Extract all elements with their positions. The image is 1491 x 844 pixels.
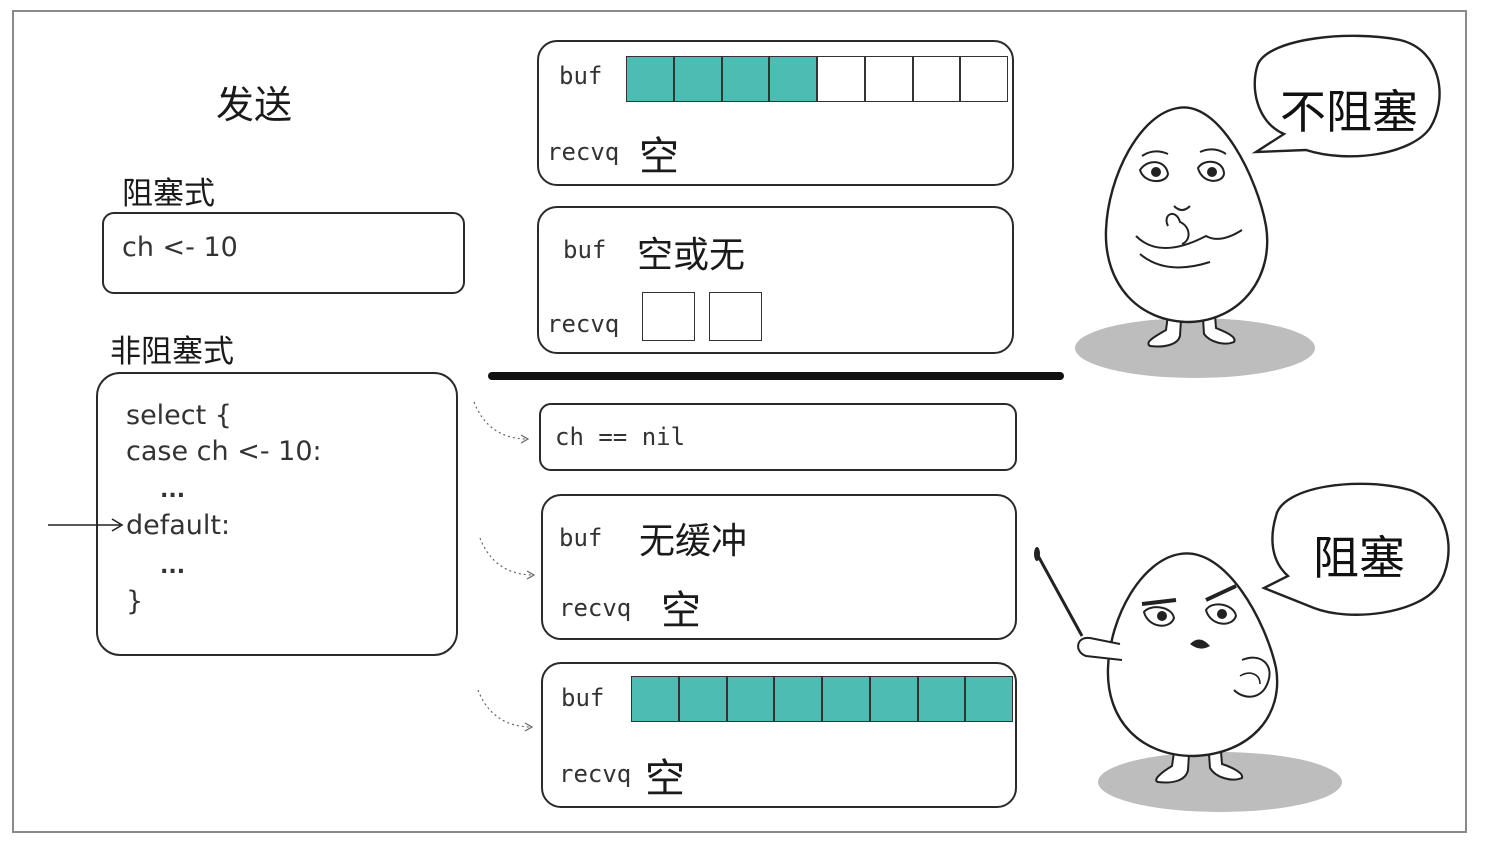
code-line-2: case ch <- 10:	[126, 436, 322, 467]
buf-label: buf	[561, 684, 605, 712]
blocking-label: 阻塞式	[122, 176, 215, 212]
blocking-code-box: ch <- 10	[102, 212, 465, 294]
dotted-arrows	[473, 401, 536, 732]
recvq-label: recvq	[547, 310, 620, 338]
buffer-slot-filled	[721, 56, 770, 102]
buffer-slots	[631, 676, 1013, 722]
egg-character-calm	[1075, 34, 1441, 378]
recvq-value: 空	[645, 756, 685, 802]
buf-label: buf	[563, 236, 607, 264]
recvq-label: recvq	[547, 138, 620, 166]
code-line-6: }	[126, 586, 144, 617]
channel-box-partial-buffer: buf recvq 空	[537, 40, 1014, 186]
buffer-slot-filled	[726, 676, 775, 722]
shadow	[1075, 318, 1315, 378]
buf-value: 无缓冲	[639, 521, 748, 562]
recvq-slot	[709, 292, 762, 341]
buffer-slot-filled	[673, 56, 722, 102]
egg-body	[1106, 552, 1279, 758]
code-line-5: ...	[160, 554, 186, 579]
recvq-label: recvq	[559, 760, 632, 788]
buf-value: 空或无	[637, 235, 746, 276]
egg-body	[1104, 106, 1269, 324]
shadow	[1098, 752, 1342, 812]
recvq-value: 空	[639, 134, 679, 180]
channel-box-full-buffer: buf recvq 空	[541, 662, 1017, 808]
speech-bubble	[1251, 34, 1441, 158]
pointer-arrow	[48, 518, 124, 532]
nonblocking-code-box: select { case ch <- 10: ... default: ...…	[96, 372, 458, 656]
buf-label: buf	[559, 62, 603, 90]
send-title: 发送	[216, 83, 293, 127]
buffer-slots	[626, 56, 1008, 102]
buffer-slot-filled	[917, 676, 966, 722]
recvq-slot	[642, 292, 695, 341]
buffer-slot-filled	[626, 56, 674, 102]
section-divider	[488, 372, 1064, 380]
buffer-slot-empty	[960, 56, 1008, 102]
recvq-label: recvq	[559, 594, 632, 622]
code-line-3: ...	[160, 478, 186, 503]
buffer-slot-empty	[912, 56, 961, 102]
buffer-slot-filled	[631, 676, 679, 722]
buffer-slot-filled	[965, 676, 1013, 722]
nil-condition: ch == nil	[555, 423, 686, 451]
nonblocking-label: 非阻塞式	[110, 334, 234, 370]
buffer-slot-filled	[769, 56, 817, 102]
nil-channel-box: ch == nil	[539, 403, 1017, 471]
speech-bubble	[1261, 482, 1450, 616]
bubble-bottom-text: 阻塞	[1313, 531, 1405, 585]
channel-box-empty-buffer: buf 空或无 recvq	[537, 206, 1014, 354]
code-line-1: select {	[126, 400, 232, 431]
egg-character-angry	[1034, 482, 1450, 812]
buffer-slot-empty	[817, 56, 865, 102]
recvq-value: 空	[661, 588, 701, 634]
buffer-slot-filled	[869, 676, 918, 722]
buf-label: buf	[559, 524, 603, 552]
blocking-code: ch <- 10	[122, 232, 238, 263]
buffer-slot-filled	[678, 676, 727, 722]
buffer-slot-filled	[822, 676, 870, 722]
buffer-slot-empty	[864, 56, 913, 102]
code-line-4: default:	[126, 510, 231, 541]
bubble-top-text: 不阻塞	[1280, 85, 1418, 139]
channel-box-unbuffered: buf 无缓冲 recvq 空	[541, 494, 1017, 640]
buffer-slot-filled	[774, 676, 822, 722]
